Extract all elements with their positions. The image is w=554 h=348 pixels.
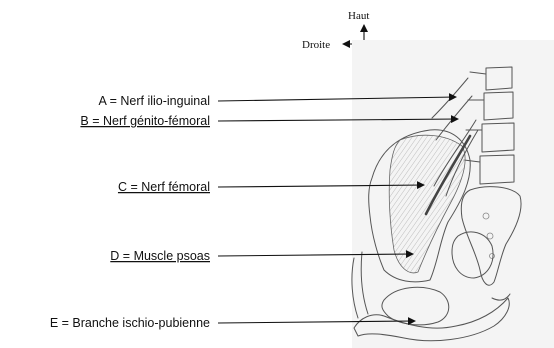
labels: A = Nerf ilio-inguinal B = Nerf génito-f… (50, 94, 210, 330)
label-b: B = Nerf génito-fémoral (80, 114, 210, 128)
up-label: Haut (348, 10, 369, 22)
label-c: C = Nerf fémoral (118, 180, 210, 194)
label-e: E = Branche ischio-pubienne (50, 316, 210, 330)
label-a: A = Nerf ilio-inguinal (98, 94, 210, 108)
pelvis-illustration (352, 40, 554, 348)
label-d: D = Muscle psoas (110, 249, 210, 263)
right-label: Droite (302, 39, 330, 51)
